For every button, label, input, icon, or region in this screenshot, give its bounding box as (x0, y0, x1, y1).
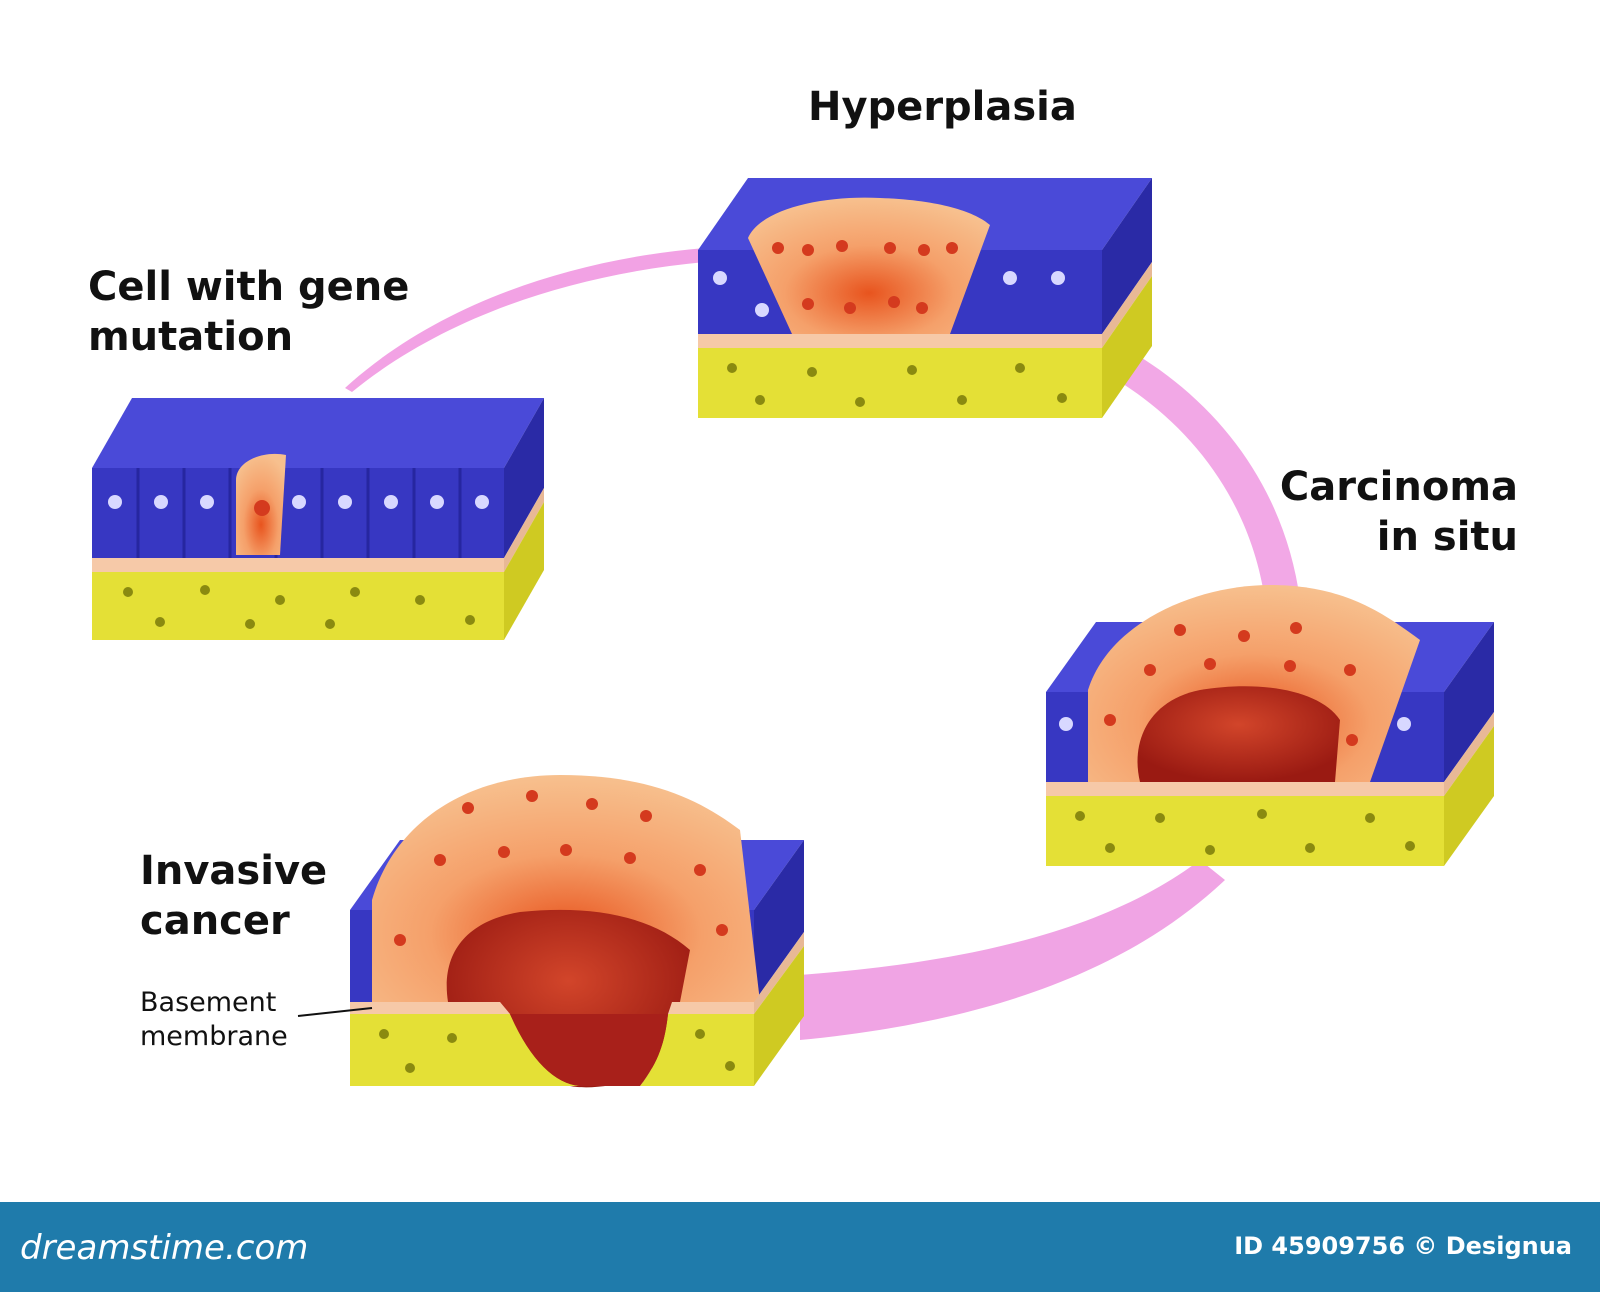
block1-cells-top (92, 398, 544, 468)
block1-stroma-nuclei (123, 585, 475, 629)
block-gene-mutation (92, 398, 544, 640)
footer-bar: dreamstime.com ID 45909756 © Designua (0, 1202, 1600, 1292)
label-basement-membrane: Basement membrane (140, 987, 288, 1052)
block2-membrane-front (698, 334, 1102, 348)
block1-cells-front (92, 468, 504, 558)
block1-nuclei (108, 495, 489, 509)
block4-cells-side (754, 840, 804, 1002)
block3-cells-side (1444, 622, 1494, 782)
image-credit: ID 45909756 © Designua (1234, 1232, 1572, 1260)
arrow-mutation-to-hyperplasia (345, 248, 705, 392)
block3-stroma-front (1046, 796, 1444, 866)
block4-membrane-front-right (668, 1002, 754, 1014)
block1-membrane-front (92, 558, 504, 572)
block2-membrane-side (1102, 262, 1152, 348)
block4-stroma-side (754, 946, 804, 1086)
carcinoma-nuclei (1104, 622, 1358, 746)
block-hyperplasia (698, 178, 1152, 418)
block3-membrane-side (1444, 712, 1494, 796)
block1-stroma-side (504, 502, 544, 640)
block4-membrane-front (350, 1002, 510, 1014)
block-invasive-cancer (297, 775, 804, 1088)
block3-nucleus-right (1397, 717, 1411, 731)
block2-nuclei (713, 271, 1065, 317)
arrow-hyperplasia-to-carcinoma (1100, 345, 1300, 600)
mutated-cell-nucleus (254, 500, 270, 516)
label-cell-with-gene-mutation: Cell with gene mutation (88, 264, 410, 360)
block3-membrane-front (1046, 782, 1444, 796)
block2-cells-side (1102, 178, 1152, 334)
block-carcinoma-in-situ (1046, 585, 1494, 866)
block1-stroma-front (92, 572, 504, 640)
label-invasive-cancer: Invasive cancer (140, 848, 328, 944)
hyperplasia-nuclei (772, 240, 958, 314)
block3-nucleus (1059, 717, 1073, 731)
block3-stroma-nuclei (1075, 809, 1415, 855)
block2-stroma-side (1102, 276, 1152, 418)
label-hyperplasia: Hyperplasia (808, 84, 1077, 130)
invasive-into-stroma (510, 1014, 668, 1086)
block2-stroma-front (698, 348, 1102, 418)
block3-stroma-side (1444, 726, 1494, 866)
basement-membrane-pointer (297, 1007, 373, 1017)
arrow-carcinoma-to-invasive (800, 860, 1225, 1040)
block4-stroma-front (350, 1014, 754, 1086)
block2-stroma-nuclei (727, 363, 1067, 407)
block4-stroma-nuclei (379, 1029, 735, 1073)
carcinoma-core (1137, 686, 1340, 782)
label-carcinoma-in-situ: Carcinoma in situ (1279, 464, 1518, 560)
block1-cells-side (504, 398, 544, 558)
block1-membrane-side (504, 488, 544, 572)
invasive-nuclei (394, 790, 728, 946)
brand-watermark[interactable]: dreamstime.com (20, 1228, 309, 1268)
progression-arrows (345, 248, 1300, 1040)
hyperplasia-cluster (748, 197, 990, 334)
block4-membrane-side (754, 932, 804, 1014)
